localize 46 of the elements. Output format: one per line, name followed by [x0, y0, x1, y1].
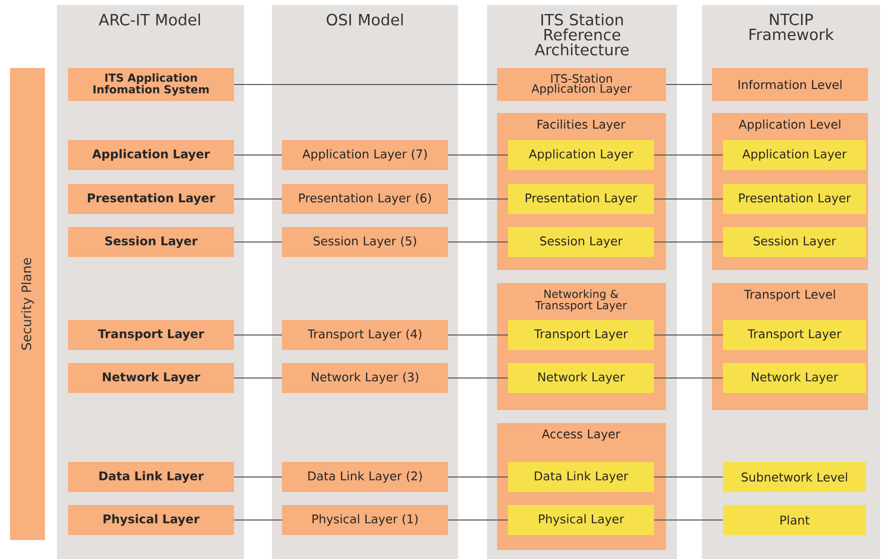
- layer-box: Session Layer: [723, 227, 866, 257]
- layer-box: Subnetwork Level: [723, 462, 866, 492]
- layer-box: Network Layer: [68, 363, 234, 393]
- layer-box: Physical Layer (1): [282, 505, 448, 535]
- connector-line: [654, 334, 724, 336]
- layer-box: ITS-Station Application Layer: [497, 68, 666, 101]
- layer-box: Data Link Layer: [68, 462, 234, 492]
- layer-box: Transport Layer: [508, 320, 654, 350]
- layer-box: Presentation Layer: [68, 184, 234, 214]
- layer-box: ITS Application Infomation System: [68, 68, 234, 101]
- connector-line: [448, 154, 508, 156]
- layer-box: Session Layer: [68, 227, 234, 257]
- layer-box: Network Layer: [508, 363, 654, 393]
- layer-box: Network Layer (3): [282, 363, 448, 393]
- security-plane-bar: Security Plane: [10, 68, 45, 540]
- connector-line: [654, 198, 724, 200]
- layer-box: Physical Layer: [68, 505, 234, 535]
- layer-box: Data Link Layer (2): [282, 462, 448, 492]
- layer-box: Data Link Layer: [508, 462, 654, 492]
- layer-box: Session Layer: [508, 227, 654, 257]
- layer-box: Presentation Layer (6): [282, 184, 448, 214]
- layer-box: Application Layer (7): [282, 140, 448, 170]
- layer-box: Network Layer: [723, 363, 866, 393]
- connector-line: [234, 476, 282, 478]
- layer-box: Application Layer: [723, 140, 866, 170]
- layer-box: Plant: [723, 505, 866, 535]
- layer-box: Transport Layer: [68, 320, 234, 350]
- layer-box: Session Layer (5): [282, 227, 448, 257]
- layer-box: Transport Layer: [723, 320, 866, 350]
- connector-line: [654, 476, 724, 478]
- layer-box: Application Layer: [508, 140, 654, 170]
- connector-line: [666, 84, 712, 85]
- connector-line: [234, 334, 282, 336]
- layer-box: Transport Layer (4): [282, 320, 448, 350]
- connector-line: [234, 154, 282, 156]
- layer-box: Presentation Layer: [508, 184, 654, 214]
- layer-box: Presentation Layer: [723, 184, 866, 214]
- connector-line: [234, 84, 498, 85]
- layer-box: Information Level: [712, 68, 868, 101]
- connector-line: [234, 198, 282, 200]
- connector-line: [654, 154, 724, 156]
- connector-line: [448, 198, 508, 200]
- connector-line: [448, 476, 508, 478]
- layer-box: Application Layer: [68, 140, 234, 170]
- layer-box: Physical Layer: [508, 505, 654, 535]
- connector-line: [448, 334, 508, 336]
